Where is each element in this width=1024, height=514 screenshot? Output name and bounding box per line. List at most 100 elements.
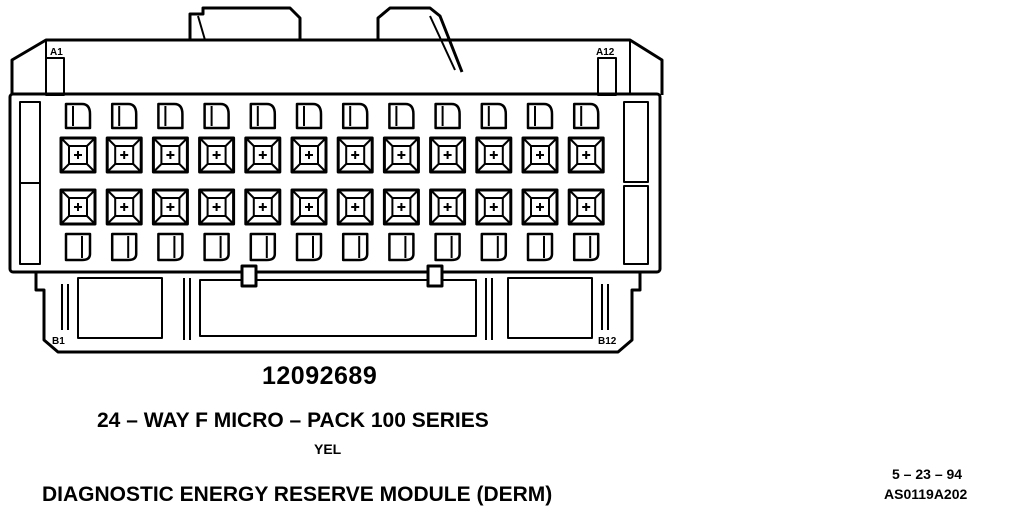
right-latch-inner bbox=[429, 15, 456, 71]
terminal-inner bbox=[206, 145, 227, 165]
reference-code: AS0119A202 bbox=[884, 486, 968, 502]
connector-series: 24 – WAY F MICRO – PACK 100 SERIES bbox=[97, 409, 489, 432]
terminal-bevel bbox=[337, 137, 373, 173]
terminal-row-a bbox=[336, 136, 374, 174]
terminal-row-b bbox=[475, 188, 513, 226]
terminal-row-b bbox=[521, 188, 559, 226]
pin-cavity-top bbox=[203, 102, 230, 130]
diagram-date: 5 – 23 – 94 bbox=[892, 466, 963, 482]
pin-cavity-bottom bbox=[203, 232, 230, 262]
terminal-row-b bbox=[567, 188, 605, 226]
pin-cavity-top bbox=[341, 102, 369, 130]
right-side-rail-lower bbox=[623, 185, 649, 265]
terminal-row-a bbox=[151, 136, 189, 174]
terminal-inner bbox=[576, 145, 597, 165]
terminal-row-a bbox=[567, 136, 605, 174]
terminal-plus bbox=[166, 203, 175, 211]
terminal-bevel bbox=[383, 189, 420, 225]
terminal-inner bbox=[206, 197, 227, 217]
terminal-row-a bbox=[105, 136, 143, 174]
right-side-rail bbox=[623, 101, 649, 183]
pin-cavity-top bbox=[572, 102, 600, 130]
terminal-plus bbox=[74, 203, 82, 211]
terminal-inner bbox=[252, 197, 273, 217]
housing-upper bbox=[10, 38, 664, 95]
terminal-plus bbox=[582, 151, 591, 159]
pin-cavity-top bbox=[249, 102, 277, 130]
terminal-row-a bbox=[521, 136, 559, 174]
pin-cavity-bottom bbox=[572, 232, 600, 262]
terminal-inner bbox=[530, 145, 550, 165]
pin-cavity-bottom bbox=[64, 232, 92, 262]
terminal-plus bbox=[74, 151, 82, 159]
locking-tab-left bbox=[240, 264, 258, 288]
part-number: 12092689 bbox=[262, 362, 378, 390]
terminal-row-b bbox=[59, 188, 97, 226]
terminal-plus bbox=[305, 203, 313, 211]
terminal-plus bbox=[258, 151, 267, 159]
pin-cavity-top bbox=[64, 102, 92, 130]
terminal-bevel bbox=[568, 189, 604, 225]
terminal-row-b bbox=[105, 188, 143, 226]
terminal-inner bbox=[160, 197, 181, 217]
terminal-plus bbox=[166, 151, 175, 159]
terminal-row-b bbox=[336, 188, 374, 226]
terminal-inner bbox=[483, 197, 504, 217]
housing-upper-notch-right bbox=[597, 57, 617, 96]
right-latch-tab bbox=[376, 6, 464, 73]
pin-cavity-top bbox=[110, 102, 138, 130]
pin-cavity-top bbox=[295, 102, 323, 130]
terminal-bevel bbox=[291, 137, 327, 173]
terminal-row-a bbox=[59, 136, 97, 174]
lower-slot-left bbox=[77, 277, 163, 339]
terminal-plus bbox=[351, 151, 360, 159]
terminal-plus bbox=[258, 203, 267, 211]
lower-center-rail bbox=[183, 278, 493, 340]
terminal-inner bbox=[391, 197, 412, 217]
terminal-plus bbox=[489, 203, 498, 211]
terminal-bevel bbox=[106, 137, 142, 173]
pin-grid bbox=[59, 102, 605, 262]
terminal-row-a bbox=[475, 136, 513, 174]
pin-cavity-bottom bbox=[434, 232, 461, 262]
terminal-inner bbox=[437, 145, 458, 165]
pin-label-a12: A12 bbox=[596, 47, 615, 58]
housing-upper-notch-left bbox=[45, 57, 65, 96]
terminal-inner bbox=[345, 145, 366, 165]
terminal-bevel bbox=[522, 189, 558, 225]
pin-cavity-bottom bbox=[480, 232, 508, 262]
terminal-inner bbox=[299, 145, 319, 165]
terminal-row-b bbox=[198, 188, 236, 226]
terminal-bevel bbox=[568, 137, 604, 173]
terminal-bevel bbox=[522, 137, 558, 173]
terminal-row-a bbox=[244, 136, 282, 174]
lower-left-rail bbox=[61, 284, 69, 330]
pin-cavity-top bbox=[434, 102, 461, 130]
terminal-inner bbox=[68, 145, 88, 165]
module-name: DIAGNOSTIC ENERGY RESERVE MODULE (DERM) bbox=[42, 483, 553, 506]
terminal-plus bbox=[212, 203, 221, 211]
lower-slot-center bbox=[199, 279, 477, 337]
terminal-bevel bbox=[198, 189, 235, 225]
pin-cavity-bottom bbox=[295, 232, 323, 262]
terminal-bevel bbox=[60, 189, 96, 225]
terminal-bevel bbox=[106, 189, 142, 225]
terminal-inner bbox=[576, 197, 597, 217]
terminal-plus bbox=[536, 203, 544, 211]
terminal-plus bbox=[443, 203, 452, 211]
pin-cavity-bottom bbox=[249, 232, 277, 262]
terminal-inner bbox=[483, 145, 504, 165]
terminal-plus bbox=[120, 203, 129, 211]
terminal-plus bbox=[305, 151, 313, 159]
terminal-plus bbox=[397, 203, 406, 211]
terminal-row-b bbox=[290, 188, 328, 226]
terminal-bevel bbox=[60, 137, 96, 173]
terminal-inner bbox=[68, 197, 88, 217]
pin-label-a1: A1 bbox=[50, 47, 63, 58]
pin-cavity-bottom bbox=[388, 232, 415, 262]
pin-cavity-bottom bbox=[526, 232, 554, 262]
pin-cavity-bottom bbox=[110, 232, 138, 262]
terminal-inner bbox=[530, 197, 550, 217]
pin-label-b1: B1 bbox=[52, 336, 65, 347]
